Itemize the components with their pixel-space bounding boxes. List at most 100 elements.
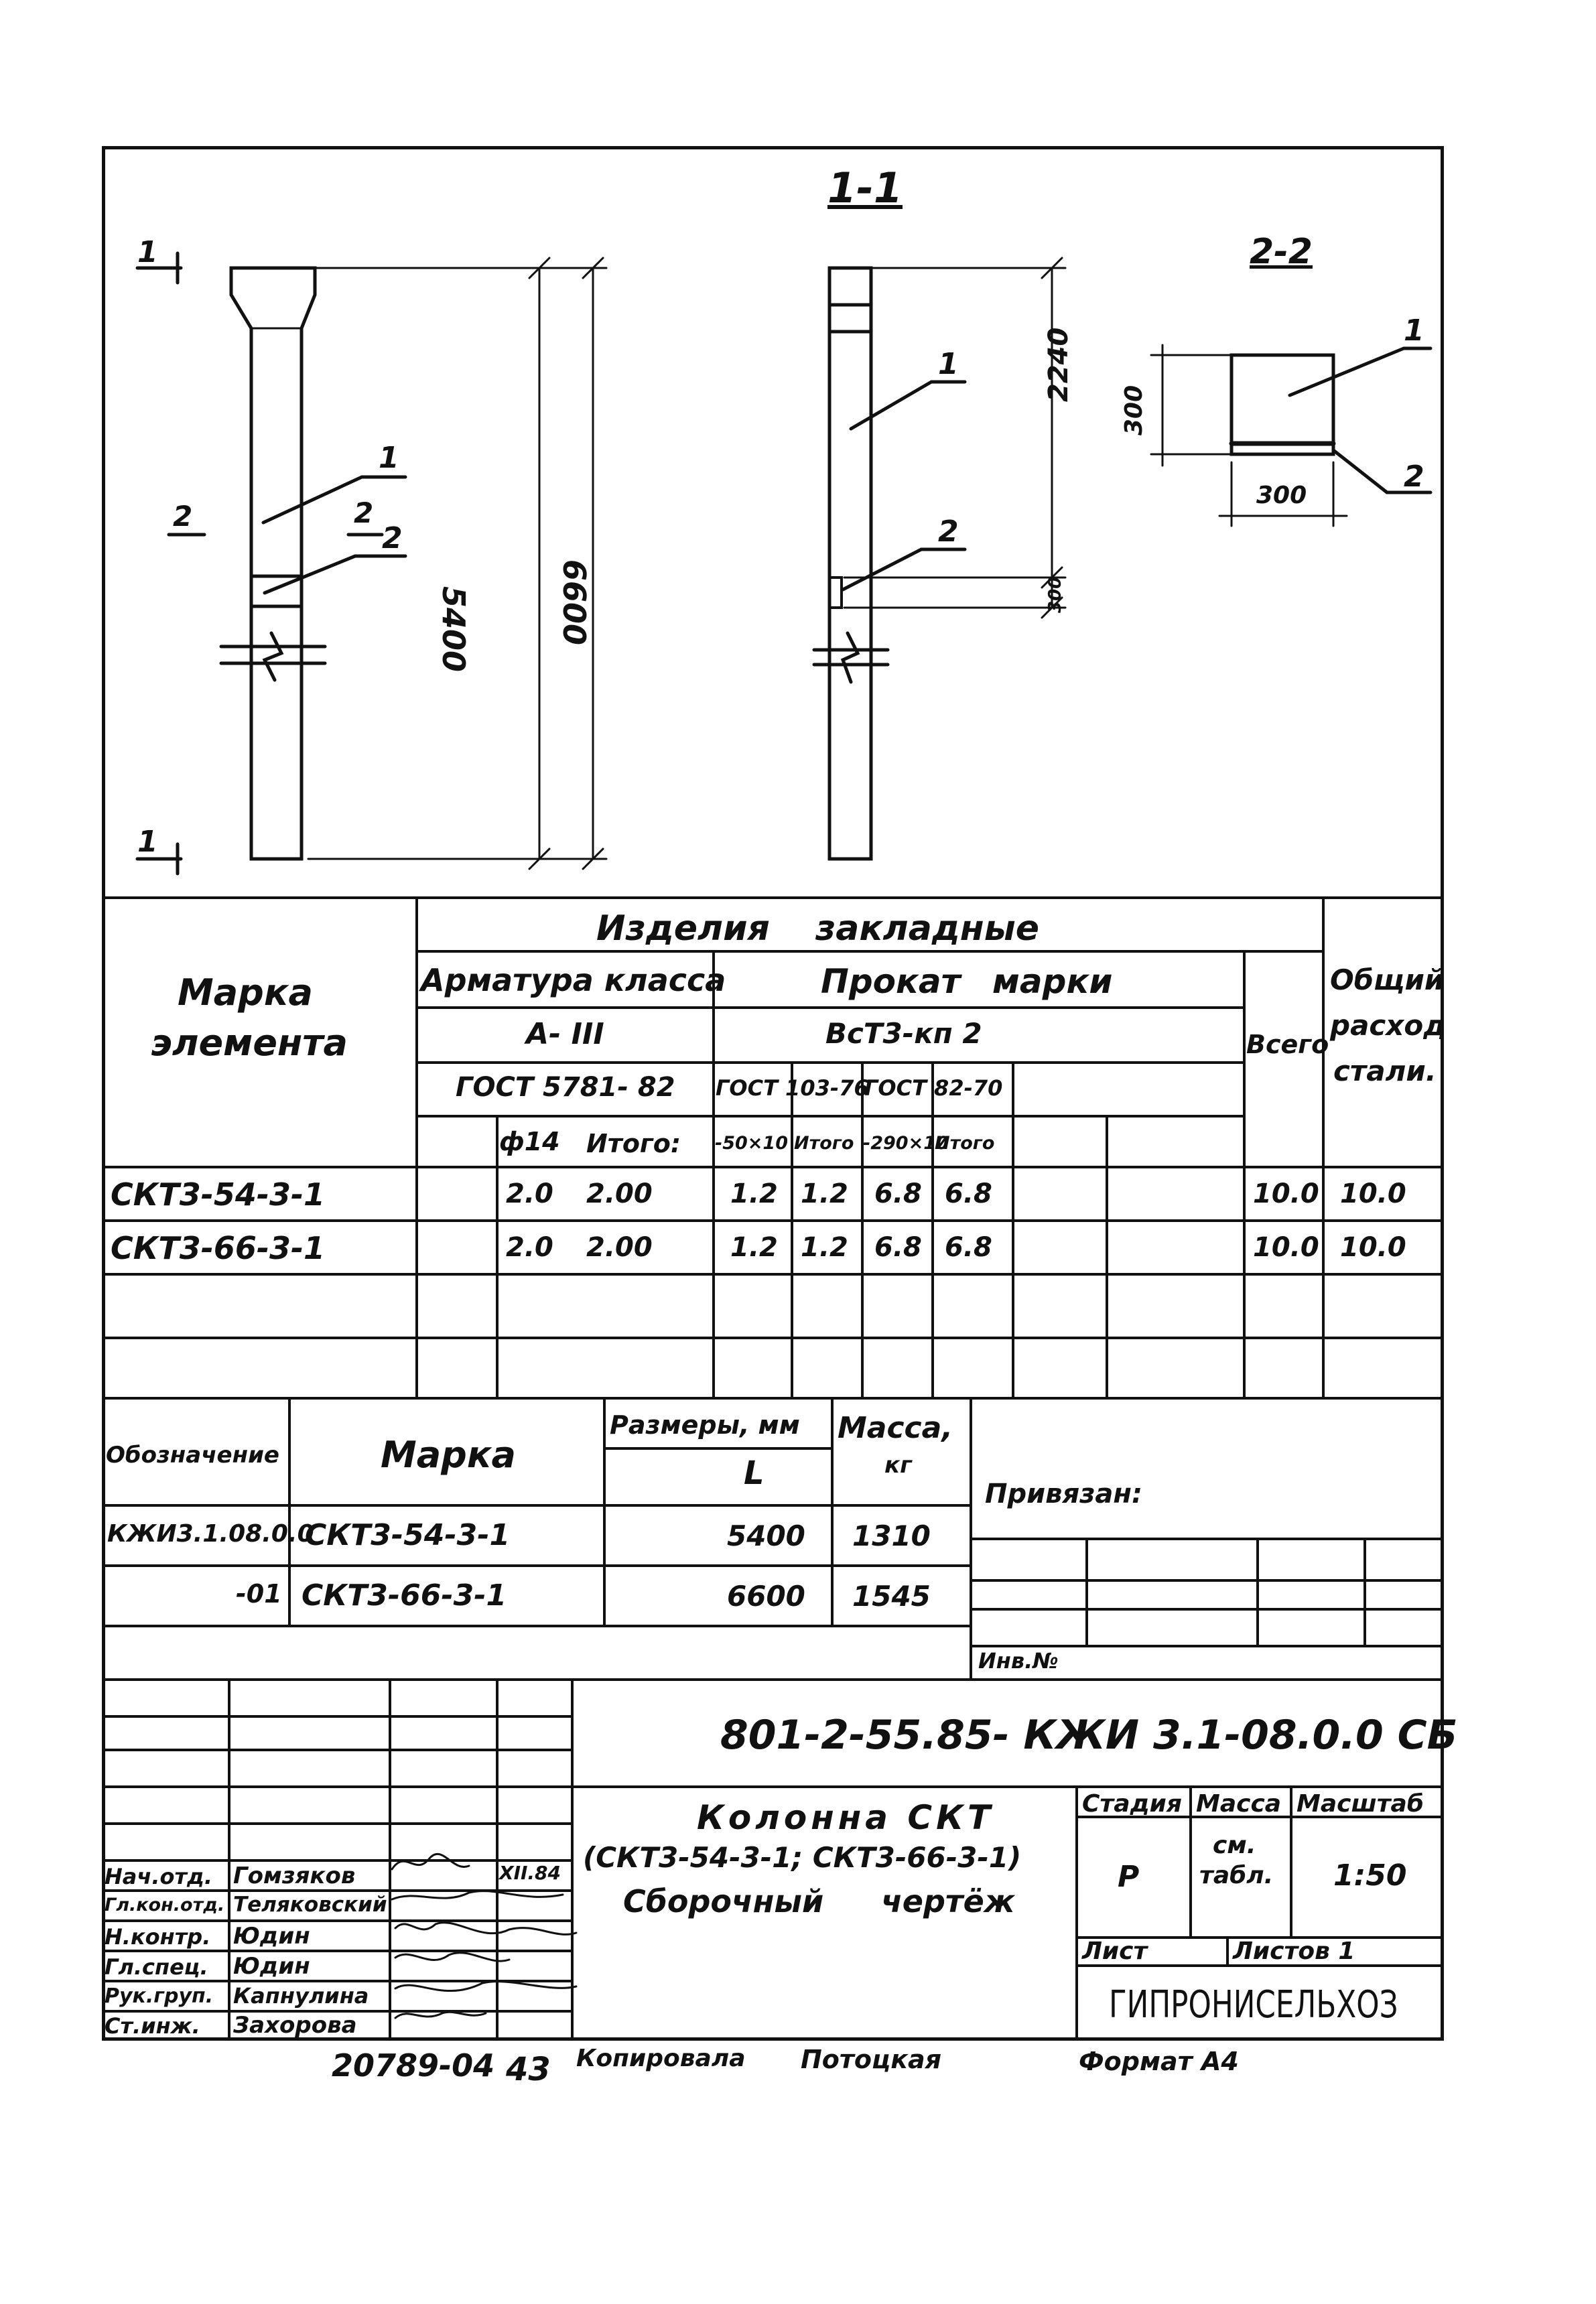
table-row-1-itogo3: 6.8 bbox=[945, 1178, 992, 1209]
mass-value-line1: см. bbox=[1213, 1832, 1256, 1859]
table-row-1-total: 10.0 bbox=[1253, 1178, 1319, 1209]
stage-label: Стадия bbox=[1082, 1790, 1182, 1818]
rolled-brand-header: Прокат марки bbox=[821, 962, 1113, 1001]
spec-row-1-length: 5400 bbox=[727, 1519, 805, 1552]
name-2: Теляковский bbox=[233, 1893, 387, 1917]
dimension-300-side: 300 bbox=[1045, 576, 1065, 613]
column-front-view bbox=[135, 251, 608, 876]
table-row-2-s290: 6.8 bbox=[874, 1232, 922, 1263]
designation-header: Обозначение bbox=[106, 1442, 279, 1469]
steel-header-line2: расход bbox=[1330, 1009, 1447, 1042]
subheader-50x10: -50×10 bbox=[715, 1133, 788, 1154]
spec-row-1-designation: КЖИ3.1.08.0.0 bbox=[107, 1520, 314, 1548]
table-row-2-mark: СКТ3-66-3-1 bbox=[111, 1230, 326, 1266]
inventory-number-label: Инв.№ bbox=[978, 1648, 1059, 1674]
stage-value: Р bbox=[1118, 1860, 1140, 1894]
subheader-itogo-2: Итого bbox=[794, 1133, 854, 1154]
mark-header-line2: элемента bbox=[151, 1022, 348, 1064]
sheets-label: Листов 1 bbox=[1233, 1938, 1355, 1965]
position-1-section: 1 bbox=[1404, 314, 1424, 348]
document-code: 801-2-55.85- КЖИ 3.1-08.0.0 СБ bbox=[720, 1712, 1458, 1759]
spec-row-2-designation: -01 bbox=[236, 1579, 282, 1609]
name-1: Гомзяков bbox=[233, 1862, 356, 1889]
bound-label: Привязан: bbox=[985, 1479, 1142, 1509]
table-row-2-itogo1: 2.00 bbox=[586, 1232, 653, 1263]
role-5: Рук.груп. bbox=[105, 1984, 214, 2008]
archive-number: 20789-04 bbox=[332, 2047, 495, 2084]
table-row-2-total: 10.0 bbox=[1253, 1232, 1319, 1263]
gost-82-header: ГОСТ 82-70 bbox=[864, 1075, 1003, 1101]
steel-header-line1: Общий bbox=[1330, 963, 1445, 996]
spec-mark-header: Марка bbox=[381, 1434, 516, 1476]
dimension-6600: 6600 bbox=[556, 559, 592, 646]
length-header: L bbox=[744, 1454, 764, 1492]
document-name-line2: (СКТ3-54-3-1; СКТ3-66-3-1) bbox=[583, 1841, 1022, 1874]
name-6: Захорова bbox=[233, 2012, 357, 2039]
gost-103-header: ГОСТ 103-76 bbox=[716, 1075, 869, 1101]
mass-header-line2: кг bbox=[884, 1452, 912, 1479]
organization-name: ГИПРОНИСЕЛЬХОЗ bbox=[1109, 1983, 1398, 2027]
table-row-1-itogo2: 1.2 bbox=[801, 1178, 848, 1209]
position-1-front: 1 bbox=[379, 441, 399, 475]
document-name-line3: Сборочный чертёж bbox=[623, 1883, 1015, 1919]
total-header: Всего bbox=[1246, 1030, 1329, 1059]
table-row-1-d14: 2.0 bbox=[506, 1178, 553, 1209]
spec-row-1-mass: 1310 bbox=[852, 1519, 931, 1552]
cut-mark-1-bottom: 1 bbox=[137, 825, 158, 859]
dimension-5400: 5400 bbox=[436, 586, 472, 673]
spec-row-2-mass: 1545 bbox=[852, 1580, 931, 1613]
mark-header-line1: Марка bbox=[178, 971, 313, 1014]
cut-mark-1-top: 1 bbox=[137, 235, 158, 269]
table-row-2-steel: 10.0 bbox=[1340, 1232, 1406, 1263]
subheader-itogo-1: Итого: bbox=[586, 1129, 681, 1158]
role-2: Гл.кон.отд. bbox=[105, 1895, 225, 1915]
embedded-items-title: Изделия закладные bbox=[596, 908, 1039, 949]
spec-row-2-length: 6600 bbox=[727, 1580, 805, 1613]
section-1-1-label: 1-1 bbox=[827, 163, 903, 212]
rebar-class-header: Арматура класса bbox=[421, 962, 726, 998]
position-1-side: 1 bbox=[938, 347, 959, 381]
role-6: Ст.инж. bbox=[105, 2013, 200, 2039]
table-row-1-s290: 6.8 bbox=[874, 1178, 922, 1209]
mass-label: Масса bbox=[1196, 1790, 1282, 1818]
rebar-grade: А- III bbox=[526, 1017, 604, 1051]
table-row-2-itogo2: 1.2 bbox=[801, 1232, 848, 1263]
role-3: Н.контр. bbox=[105, 1924, 211, 1950]
page-number: 43 bbox=[506, 2051, 551, 2088]
mass-value-line2: табл. bbox=[1199, 1862, 1274, 1889]
rolled-grade: ВсТ3-кп 2 bbox=[825, 1017, 982, 1050]
role-1: Нач.отд. bbox=[105, 1864, 213, 1889]
steel-header-line3: стали. bbox=[1333, 1055, 1437, 1087]
spec-row-2-mark: СКТ3-66-3-1 bbox=[302, 1578, 507, 1613]
section-2-2-label: 2-2 bbox=[1250, 232, 1313, 272]
copied-label: Копировала bbox=[576, 2045, 746, 2072]
table-row-2-d14: 2.0 bbox=[506, 1232, 553, 1263]
dimension-300-height: 300 bbox=[1120, 385, 1148, 435]
spec-row-1-mark: СКТ3-54-3-1 bbox=[305, 1518, 511, 1552]
column-side-view bbox=[812, 257, 1067, 861]
position-2-front: 2 bbox=[382, 521, 403, 555]
sizes-header: Размеры, мм bbox=[610, 1410, 800, 1440]
table-row-1-s50: 1.2 bbox=[730, 1178, 778, 1209]
name-3: Юдин bbox=[233, 1923, 310, 1950]
position-2-section: 2 bbox=[1404, 460, 1424, 494]
approval-date: XII.84 bbox=[499, 1862, 561, 1884]
name-4: Юдин bbox=[233, 1953, 310, 1980]
mass-header-line1: Масса, bbox=[838, 1411, 953, 1445]
cut-mark-2-right: 2 bbox=[354, 496, 374, 529]
table-row-2-s50: 1.2 bbox=[730, 1232, 778, 1263]
table-row-2-itogo3: 6.8 bbox=[945, 1232, 992, 1263]
table-row-1-steel: 10.0 bbox=[1340, 1178, 1406, 1209]
role-4: Гл.спец. bbox=[105, 1954, 208, 1980]
cut-mark-2-left: 2 bbox=[173, 500, 193, 533]
paper-format: Формат А4 bbox=[1079, 2047, 1239, 2076]
table-row-1-itogo1: 2.00 bbox=[586, 1178, 653, 1209]
name-5: Капнулина bbox=[233, 1983, 369, 2009]
copied-name: Потоцкая bbox=[801, 2045, 942, 2074]
rebar-gost: ГОСТ 5781- 82 bbox=[456, 1072, 675, 1103]
section-2-2-view bbox=[1150, 344, 1433, 527]
subheader-290x10: -290×10 bbox=[863, 1133, 949, 1154]
document-name-line1: Колонна СКТ bbox=[697, 1798, 995, 1837]
